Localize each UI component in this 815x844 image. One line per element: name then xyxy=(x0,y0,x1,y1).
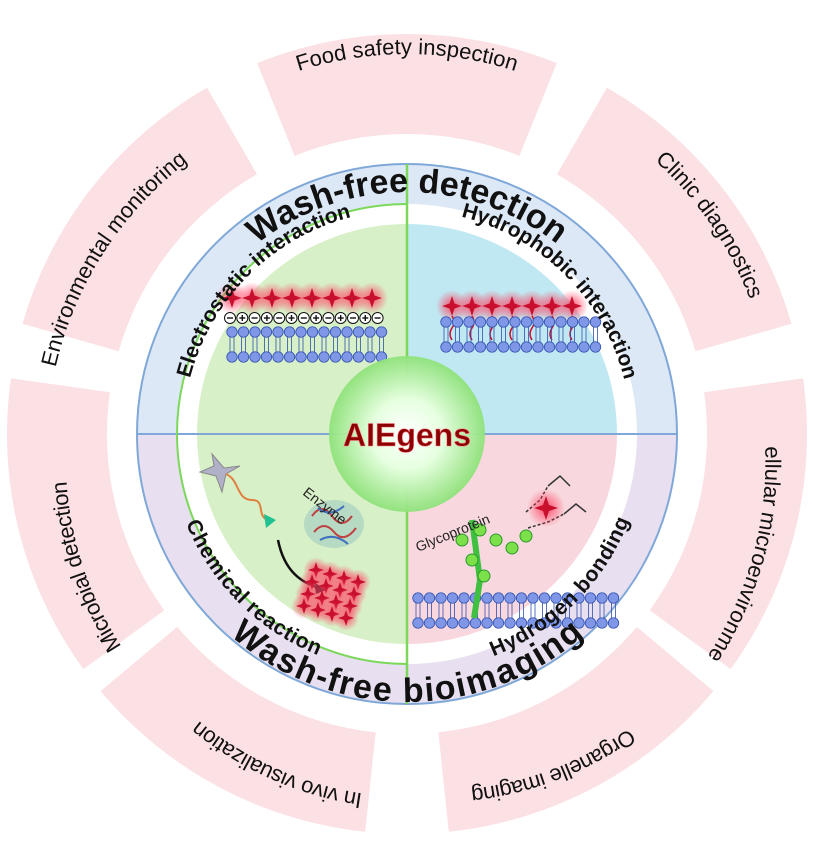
application-petals xyxy=(7,33,807,832)
petal-in-vivo xyxy=(100,626,376,832)
glycoprotein-chain xyxy=(455,519,533,619)
sugar-bead-icon xyxy=(489,533,503,547)
substrate-icon xyxy=(264,514,276,528)
sugar-bead-icon xyxy=(505,541,519,555)
sugar-bead-icon xyxy=(519,529,533,543)
sugar-bead-icon xyxy=(473,523,487,537)
charge-row xyxy=(224,312,384,324)
petal-food-safety xyxy=(257,33,557,156)
sugar-bead-icon xyxy=(477,569,491,583)
membrane-bilayer-electrostatic xyxy=(226,326,388,363)
hydrophobic-illustration xyxy=(436,290,602,353)
enzyme-icon xyxy=(304,500,364,548)
center-label: AIEgens xyxy=(343,417,471,453)
petal-cellular xyxy=(649,378,807,670)
petal-environmental xyxy=(22,87,258,352)
cationic-aiegen-icon xyxy=(356,282,388,314)
chemical-illustration xyxy=(198,452,371,631)
sugar-bead-icon xyxy=(465,553,479,567)
hbond-aiegen-icon xyxy=(526,488,566,528)
hydrogen-illustration xyxy=(412,474,620,629)
electrostatic-illustration xyxy=(216,282,388,363)
hydrophobic-aiegen-icon xyxy=(556,290,588,322)
membrane-bilayer-hydrogen xyxy=(412,592,620,629)
petal-microbial xyxy=(7,378,165,670)
center-node: AIEgens xyxy=(329,356,485,512)
aggregated-star-icon xyxy=(333,605,359,631)
sugar-bead-icon xyxy=(455,533,469,547)
aggregated-aiegens-icon xyxy=(291,557,371,631)
petal-clinic xyxy=(557,87,792,352)
petal-organelle xyxy=(438,626,714,832)
aiegen-probe-icon xyxy=(198,452,241,494)
membrane-bilayer-hydrophobic xyxy=(440,316,602,353)
